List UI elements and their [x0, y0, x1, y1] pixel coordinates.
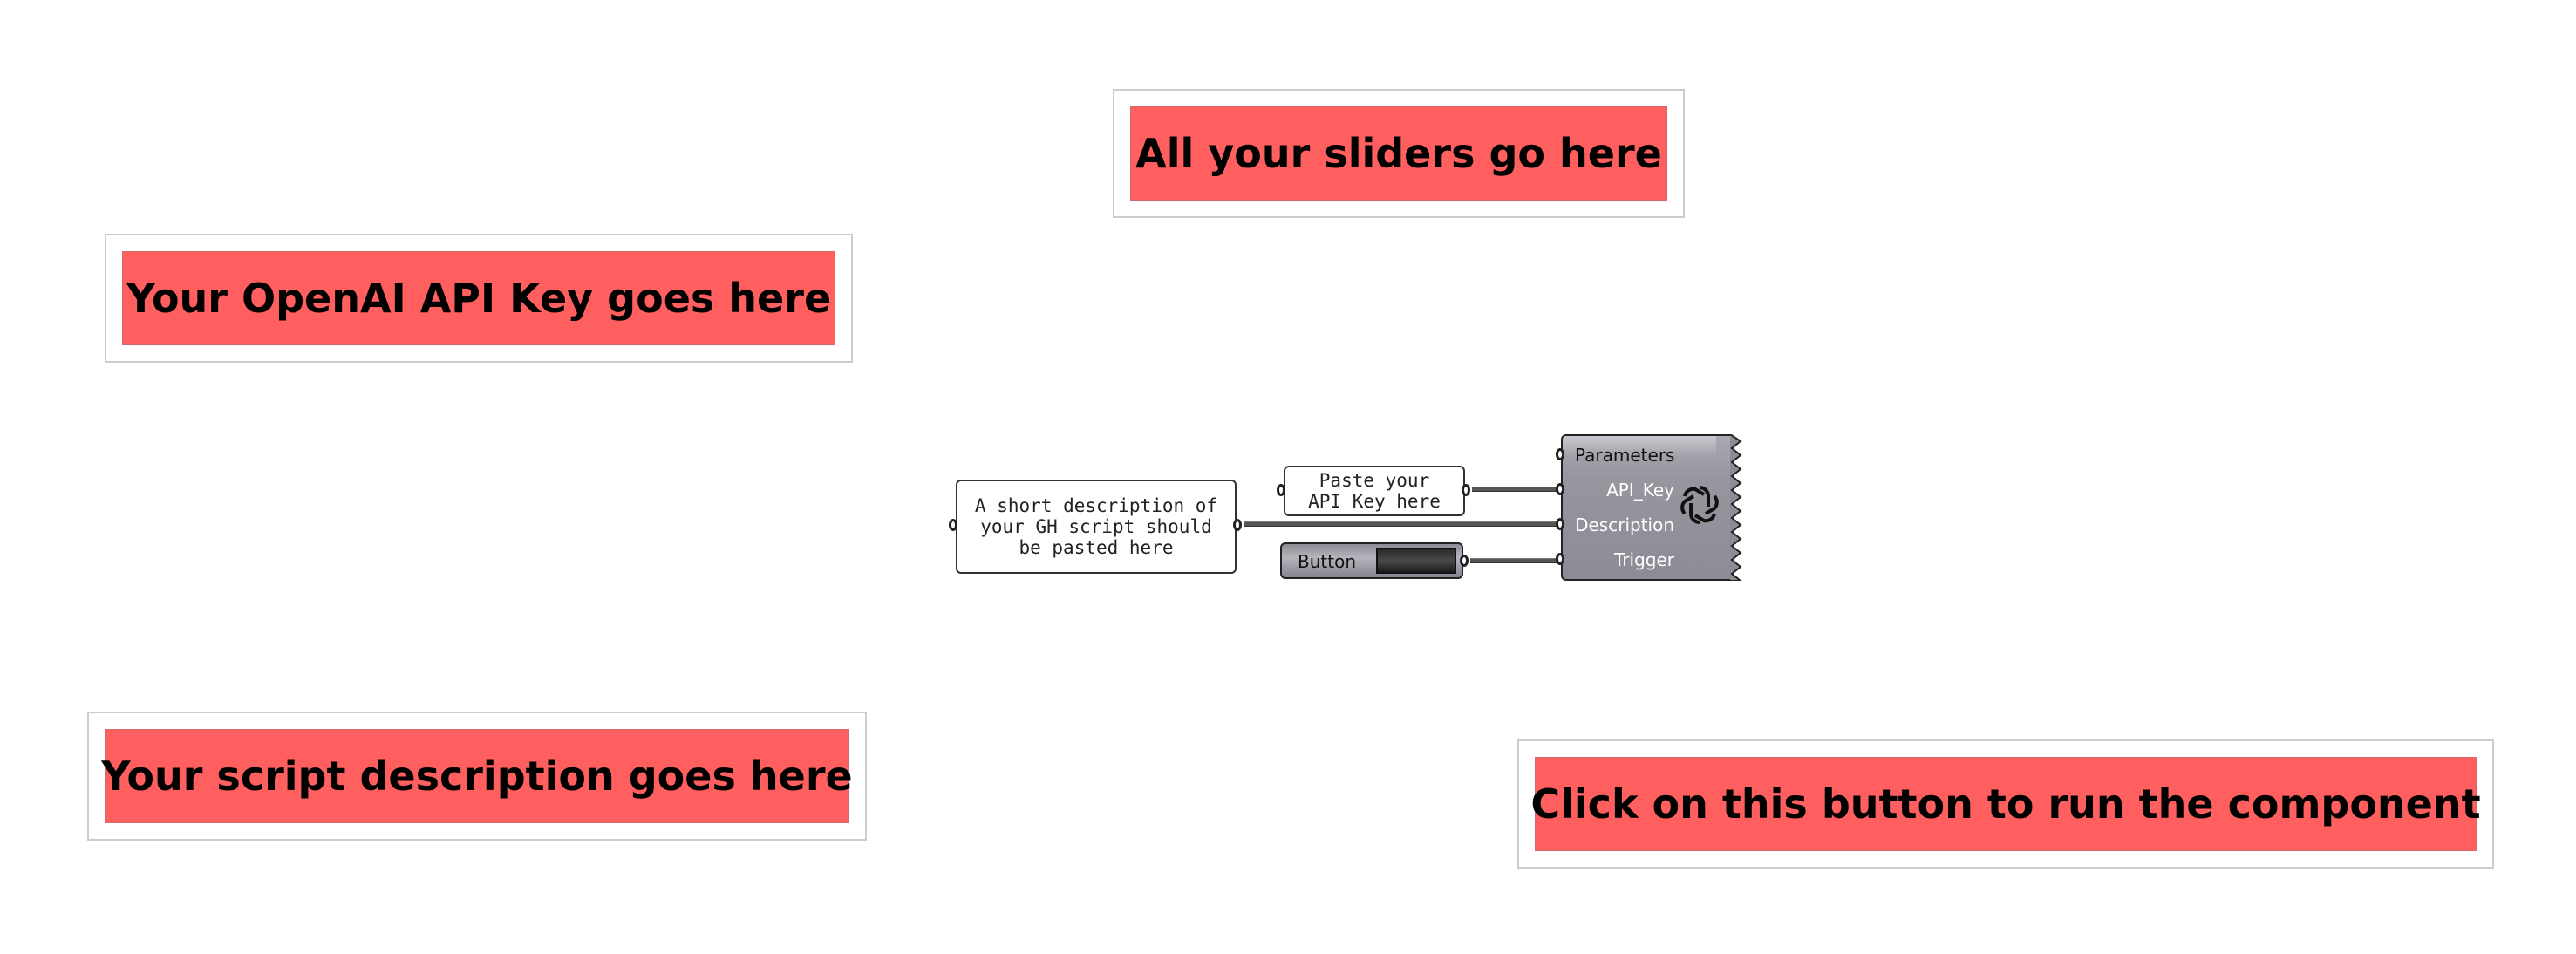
input-parameters-grip[interactable] — [1556, 448, 1564, 460]
description-panel-input-grip[interactable] — [949, 519, 957, 531]
trigger-button-face[interactable] — [1376, 548, 1456, 574]
gpt-component[interactable]: Parameters API_Key Description Trigger — [1561, 434, 1732, 581]
group-run-button-fill: Click on this button to run the componen… — [1530, 757, 2481, 851]
group-script-description-fill: Your script description goes here — [101, 729, 853, 823]
api-key-panel-input-grip[interactable] — [1277, 484, 1285, 496]
group-run-button-label: Click on this button to run the componen… — [1530, 780, 2481, 828]
group-sliders-label: All your sliders go here — [1135, 130, 1662, 177]
gpt-component-header — [1563, 436, 1716, 457]
api-key-panel-output-grip[interactable] — [1462, 484, 1470, 496]
group-api-key-label: Your OpenAI API Key goes here — [126, 275, 832, 322]
group-run-button[interactable]: Click on this button to run the componen… — [1517, 739, 2494, 869]
input-api-key-grip[interactable] — [1556, 483, 1564, 495]
group-script-description-label: Your script description goes here — [101, 753, 853, 800]
input-api-key: API_Key — [1606, 480, 1674, 501]
component-output-edge — [1730, 434, 1742, 581]
trigger-button[interactable]: Button — [1280, 542, 1463, 579]
group-api-key-fill: Your OpenAI API Key goes here — [122, 251, 835, 345]
openai-logo-icon — [1680, 486, 1719, 524]
input-trigger-grip[interactable] — [1556, 553, 1564, 565]
description-panel-output-grip[interactable] — [1233, 519, 1242, 531]
input-description-grip[interactable] — [1556, 518, 1564, 530]
input-description: Description — [1575, 514, 1674, 535]
wire-api-key — [1472, 487, 1563, 492]
input-parameters: Parameters — [1575, 445, 1675, 466]
wire-description — [1244, 521, 1563, 527]
group-script-description[interactable]: Your script description goes here — [87, 712, 867, 841]
group-sliders-fill: All your sliders go here — [1130, 106, 1667, 201]
trigger-button-output-grip[interactable] — [1460, 555, 1469, 567]
description-panel[interactable]: A short description of your GH script sh… — [956, 480, 1237, 574]
wire-trigger — [1470, 558, 1563, 563]
trigger-button-label: Button — [1298, 551, 1356, 572]
input-trigger: Trigger — [1614, 549, 1674, 570]
group-sliders[interactable]: All your sliders go here — [1113, 89, 1685, 218]
api-key-panel[interactable]: Paste your API Key here — [1284, 466, 1465, 516]
group-api-key[interactable]: Your OpenAI API Key goes here — [105, 234, 853, 363]
